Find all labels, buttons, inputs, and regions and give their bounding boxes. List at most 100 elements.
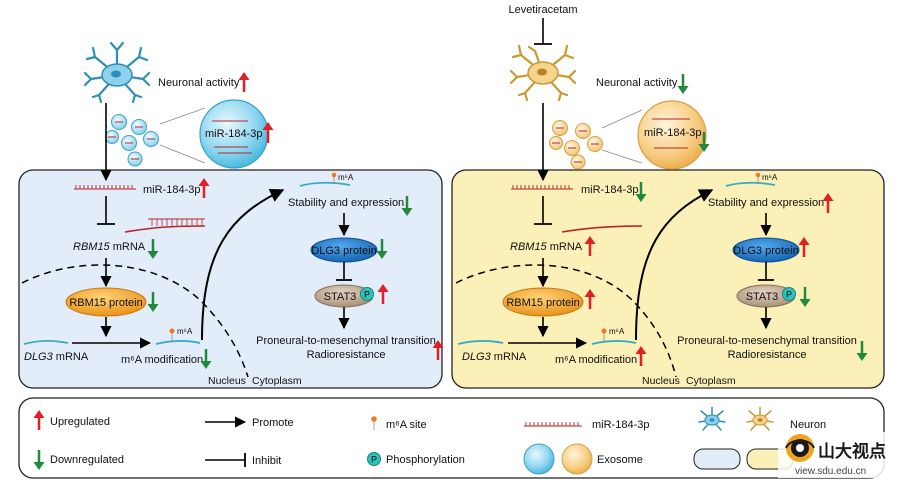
left-pmt: Proneural-to-mesenchymal transition: [256, 335, 436, 347]
left-nucleus-label: Nucleus: [208, 375, 246, 387]
right-rbm15-protein-up-arrow-icon: [584, 289, 596, 309]
left-nuclear-membrane: [21, 264, 249, 378]
left-cell-box: [18, 169, 443, 389]
right-m6a-tag: m⁶A: [609, 327, 625, 336]
left-m6a-tag: m⁶A: [177, 327, 193, 336]
legend-phosphorylation: Phosphorylation: [386, 454, 465, 466]
legend-exosome: Exosome: [597, 454, 643, 466]
right-neuronal-down-arrow-icon: [677, 74, 689, 94]
left-mir-mrna-binding-icon: [124, 218, 206, 233]
right-cell-box: [451, 169, 885, 389]
right-pmt-down-arrow-icon: [856, 341, 868, 361]
left-m6a-mrna-strand: [155, 339, 201, 345]
right-exosome-down-arrow-icon: [698, 132, 710, 152]
left-zoom-line-top: [159, 107, 206, 125]
right-dlg3-mrna: DLG3 mRNA: [462, 351, 527, 363]
right-phospho-icon: [782, 287, 796, 301]
legend-neuron-blue-icon: [698, 406, 726, 431]
legend-inhibit: Inhibit: [252, 455, 281, 467]
right-m6a-modification: m⁶A modification: [555, 354, 637, 366]
right-m6a-site-icon: [601, 328, 607, 341]
legend-neuron-orange-icon: [746, 406, 774, 431]
right-radioresistance: Radioresistance: [728, 349, 807, 361]
right-drug-label: Levetiracetam: [508, 4, 577, 16]
left-phospho-icon: [360, 287, 374, 301]
legend-downregulated: Downregulated: [50, 454, 124, 466]
right-dlg3-up-arrow-icon: [798, 237, 810, 257]
left-stat3-up-arrow-icon: [377, 284, 389, 304]
left-m6a-modification: m⁶A modification: [121, 354, 203, 366]
left-phospho-p: P: [364, 290, 370, 300]
left-export-curve-arrow: [201, 189, 285, 341]
right-neuron-icon: [509, 44, 577, 102]
left-mir-inhibit-rbm15: [97, 196, 115, 225]
left-rbm15-mrna-down-arrow-icon: [147, 239, 159, 259]
right-cyto-m6a-site-icon: [755, 172, 761, 184]
left-dlg3-mrna: DLG3 mRNA: [24, 351, 89, 363]
left-panel: Neuronal activity miR-184-3: [18, 41, 444, 389]
left-cyto-m6a-site-icon: [331, 172, 337, 184]
watermark-logo-icon: [785, 434, 815, 462]
right-nucleus-label: Nucleus: [642, 375, 680, 387]
right-rbm15-mrna-up-arrow-icon: [584, 236, 596, 256]
right-stat3-down-arrow-icon: [799, 287, 811, 307]
right-panel: Levetiracetam Neuronal activity: [451, 4, 885, 389]
watermark-cn-text: 山大视点: [818, 441, 886, 462]
right-stability-up-arrow-icon: [822, 193, 834, 213]
left-mir-up-arrow-icon: [198, 178, 210, 198]
left-m6a-mod-down-arrow-icon: [200, 349, 212, 369]
left-stability-down-arrow-icon: [401, 196, 413, 216]
legend-m6a-site: m⁶A site: [386, 419, 427, 431]
left-dlg3-mrna-strand: [23, 339, 69, 345]
legend-neuron: Neuron: [790, 419, 826, 431]
right-mir-inhibit-rbm15: [534, 196, 552, 225]
legend-exosome-blue-icon: [523, 443, 555, 475]
left-m6a-site-icon: [169, 328, 175, 341]
right-cyto-m6a-tag: m⁶A: [762, 173, 778, 182]
left-neuronal-up-arrow-icon: [238, 72, 250, 92]
right-export-curve-arrow: [635, 189, 714, 341]
legend-inhibit-icon: [205, 453, 246, 467]
right-vesicle-cluster: [549, 120, 603, 170]
left-exosome-label: miR-184-3p: [205, 128, 262, 140]
right-rbm15-protein: RBM15 protein: [506, 297, 579, 309]
legend-upregulated: Upregulated: [50, 416, 110, 428]
left-vesicle-cluster: [105, 114, 159, 167]
legend-promote: Promote: [252, 417, 294, 429]
legend-phospho-icon: [367, 452, 381, 466]
left-mir-label: miR-184-3p: [143, 184, 200, 196]
legend-mir: miR-184-3p: [592, 419, 649, 431]
left-exosome-mir-icon: [212, 120, 252, 154]
legend-mir-icon: [524, 422, 582, 427]
left-rbm15-protein-down-arrow-icon: [147, 292, 159, 312]
left-stability: Stability and expression: [288, 197, 404, 209]
right-rbm15-protein-shape: [502, 287, 584, 317]
watermark: 山大视点 view.sdu.edu.cn: [778, 432, 888, 478]
left-mir-icon: [74, 185, 136, 190]
right-exosome-label: miR-184-3p: [644, 127, 701, 139]
right-nuclear-membrane: [455, 264, 677, 378]
right-rbm15-mrna: RBM15 mRNA: [510, 241, 583, 253]
right-zoom-line-top: [601, 109, 643, 129]
right-pmt: Proneural-to-mesenchymal transition: [677, 335, 857, 347]
left-radioresistance: Radioresistance: [307, 349, 386, 361]
right-stat3: STAT3: [746, 291, 779, 303]
right-dlg3-inhibit-stat3: [758, 262, 774, 281]
right-phospho-p: P: [786, 290, 792, 300]
left-cyto-m6a-tag: m⁶A: [338, 173, 354, 182]
left-dlg3-inhibit-stat3: [336, 262, 352, 281]
right-zoom-line-bottom: [601, 149, 643, 164]
legend-exosome-orange-icon: [561, 443, 593, 475]
right-stability: Stability and expression: [708, 197, 824, 209]
right-m6a-mrna-strand: [591, 339, 637, 345]
legend-down-arrow-icon: [33, 450, 45, 470]
right-dlg3-protein: DLG3 protein: [733, 245, 798, 257]
right-cytoplasm-label: Cytoplasm: [686, 375, 736, 387]
right-cyto-mrna-strand: [725, 181, 776, 187]
left-exosome-up-arrow-icon: [262, 122, 274, 143]
right-rbm15-mrna-strand: [561, 225, 643, 233]
left-zoom-line-bottom: [159, 144, 206, 164]
right-drug-inhibit: [534, 18, 552, 45]
left-dlg3-down-arrow-icon: [376, 239, 388, 259]
right-dlg3-mrna-strand: [457, 339, 504, 345]
